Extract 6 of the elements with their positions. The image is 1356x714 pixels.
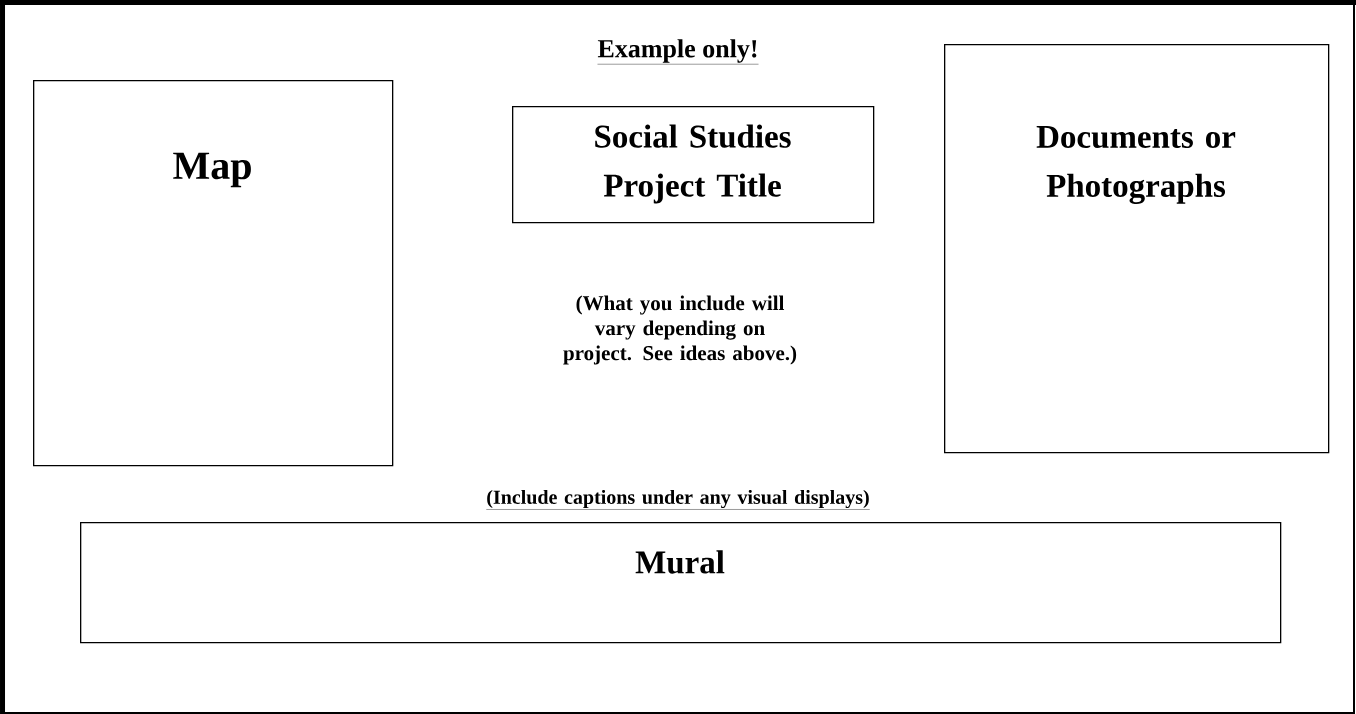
map-box: Map [33, 80, 394, 467]
documents-box: Documents or Photographs [944, 44, 1330, 454]
heading: Example only! [597, 39, 759, 65]
note: (What you include will vary depending on project. See ideas above.) [563, 295, 797, 365]
title-box: Social Studies Project Title [512, 106, 875, 224]
mural-box: Mural [80, 522, 1282, 644]
